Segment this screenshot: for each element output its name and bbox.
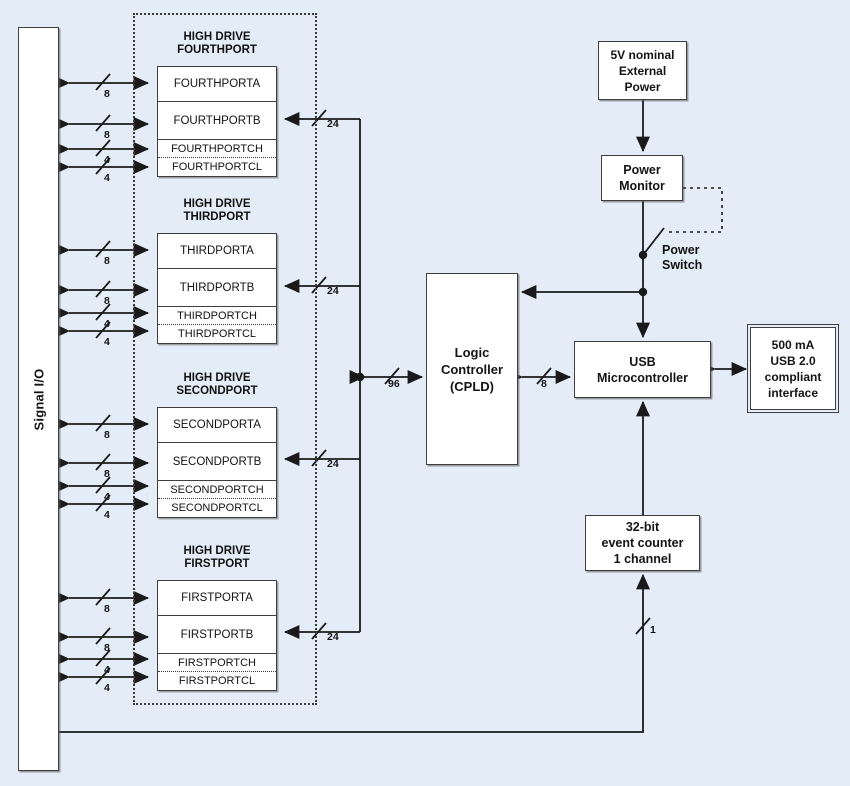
usb-iface-line4: interface — [767, 385, 819, 400]
bus-width-label: 4 — [104, 664, 110, 676]
port-title-line1: HIGH DRIVE — [183, 545, 251, 557]
usb-iface-line1: 500 mA — [771, 337, 815, 352]
ext-power-line3: Power — [624, 79, 661, 94]
usb-microcontroller-block: USB Microcontroller — [574, 341, 711, 398]
ext-power-line1: 5V nominal — [610, 47, 675, 62]
external-power-block: 5V nominal External Power — [598, 41, 687, 100]
bus-width-label: 4 — [104, 336, 110, 348]
port-title-line2: FOURTHPORT — [177, 44, 257, 56]
port-row: FIRSTPORTCL — [178, 675, 256, 687]
power-monitor-line2: Monitor — [619, 179, 665, 193]
port-title-line2: THIRDPORT — [183, 211, 251, 223]
bus-width-label: 4 — [104, 682, 110, 694]
cpld-line3: (CPLD) — [449, 378, 495, 394]
port-row: FIRSTPORTA — [158, 581, 276, 616]
bus-width-label: 4 — [104, 318, 110, 330]
bus-width-label: 8 — [104, 129, 110, 141]
port-row: FOURTHPORTCH — [158, 140, 276, 158]
bus-width-label: 24 — [327, 631, 339, 643]
event-counter-line3: 1 channel — [613, 552, 672, 566]
power-monitor-block: Power Monitor — [601, 155, 683, 201]
port-row: FOURTHPORTCL — [171, 161, 263, 173]
port-stack: THIRDPORTA THIRDPORTB THIRDPORTCH THIRDP… — [157, 233, 277, 344]
port-row: SECONDPORTB — [158, 443, 276, 481]
bus-width-label: 96 — [388, 378, 400, 390]
high-drive-enclosure — [133, 13, 317, 705]
port-title-line1: HIGH DRIVE — [183, 372, 251, 384]
bus-width-label: 24 — [327, 118, 339, 130]
cpld-line2: Controller — [440, 361, 504, 377]
port-row: FIRSTPORTCH — [158, 654, 276, 672]
port-row: THIRDPORTA — [158, 234, 276, 269]
bus-width-label: 8 — [104, 429, 110, 441]
junction-dots — [355, 250, 648, 382]
event-counter-line2: event counter — [601, 536, 684, 550]
power-switch-label: Power Switch — [662, 243, 702, 273]
signal-io-label: Signal I/O — [31, 368, 46, 430]
bus-width-label: 8 — [104, 255, 110, 267]
port-row: THIRDPORTCL — [177, 328, 257, 340]
port-group-title: HIGH DRIVE FOURTHPORT — [157, 31, 277, 57]
bus-width-label: 4 — [104, 154, 110, 166]
port-row: SECONDPORTA — [158, 408, 276, 443]
port-group-title: HIGH DRIVE THIRDPORT — [157, 198, 277, 224]
bus-width-label: 24 — [327, 458, 339, 470]
bus-width-label: 8 — [104, 603, 110, 615]
port-title-line2: SECONDPORT — [176, 385, 258, 397]
bus-width-label: 8 — [541, 378, 547, 390]
port-row: SECONDPORTCH — [158, 481, 276, 499]
port-row: FOURTHPORTA — [158, 67, 276, 102]
logic-controller-cpld-block: Logic Controller (CPLD) — [426, 273, 518, 465]
usb-iface-line2: USB 2.0 — [770, 353, 816, 368]
port-title-line2: FIRSTPORT — [184, 558, 250, 570]
bus-width-label: 24 — [327, 285, 339, 297]
cpld-line1: Logic — [454, 344, 490, 360]
bus-width-label: 1 — [650, 624, 656, 636]
bus-width-label: 8 — [104, 88, 110, 100]
port-stack: FOURTHPORTA FOURTHPORTB FOURTHPORTCH FOU… — [157, 66, 277, 177]
port-row: FOURTHPORTB — [158, 102, 276, 140]
bus-width-label: 8 — [104, 295, 110, 307]
port-row: FIRSTPORTB — [158, 616, 276, 654]
usb-mc-line2: Microcontroller — [597, 370, 688, 385]
bus-width-label: 4 — [104, 491, 110, 503]
port-row: THIRDPORTB — [158, 269, 276, 307]
power-switch-line1: Power — [662, 243, 700, 257]
bus-width-label: 4 — [104, 509, 110, 521]
port-group-title: HIGH DRIVE SECONDPORT — [157, 372, 277, 398]
usb-mc-line1: USB — [629, 354, 656, 369]
bus-width-label: 4 — [104, 172, 110, 184]
power-monitor-line1: Power — [623, 163, 661, 177]
port-stack: FIRSTPORTA FIRSTPORTB FIRSTPORTCH FIRSTP… — [157, 580, 277, 691]
bus-slash-ticks — [95, 73, 651, 685]
port-row: SECONDPORTCL — [171, 502, 263, 514]
power-switch-line2: Switch — [662, 258, 703, 272]
bus-width-label: 8 — [104, 468, 110, 480]
signal-io-bar: Signal I/O — [18, 27, 59, 771]
event-counter-line1: 32-bit — [625, 520, 660, 534]
port-row: THIRDPORTCH — [158, 307, 276, 325]
port-group-title: HIGH DRIVE FIRSTPORT — [157, 545, 277, 571]
port-stack: SECONDPORTA SECONDPORTB SECONDPORTCH SEC… — [157, 407, 277, 518]
usb-iface-line3: compliant — [764, 369, 822, 384]
bus-width-label: 8 — [104, 642, 110, 654]
port-title-line1: HIGH DRIVE — [183, 198, 251, 210]
event-counter-block: 32-bit event counter 1 channel — [585, 515, 700, 571]
port-title-line1: HIGH DRIVE — [183, 31, 251, 43]
ext-power-line2: External — [618, 63, 667, 78]
usb-interface-block: 500 mA USB 2.0 compliant interface — [746, 323, 840, 414]
